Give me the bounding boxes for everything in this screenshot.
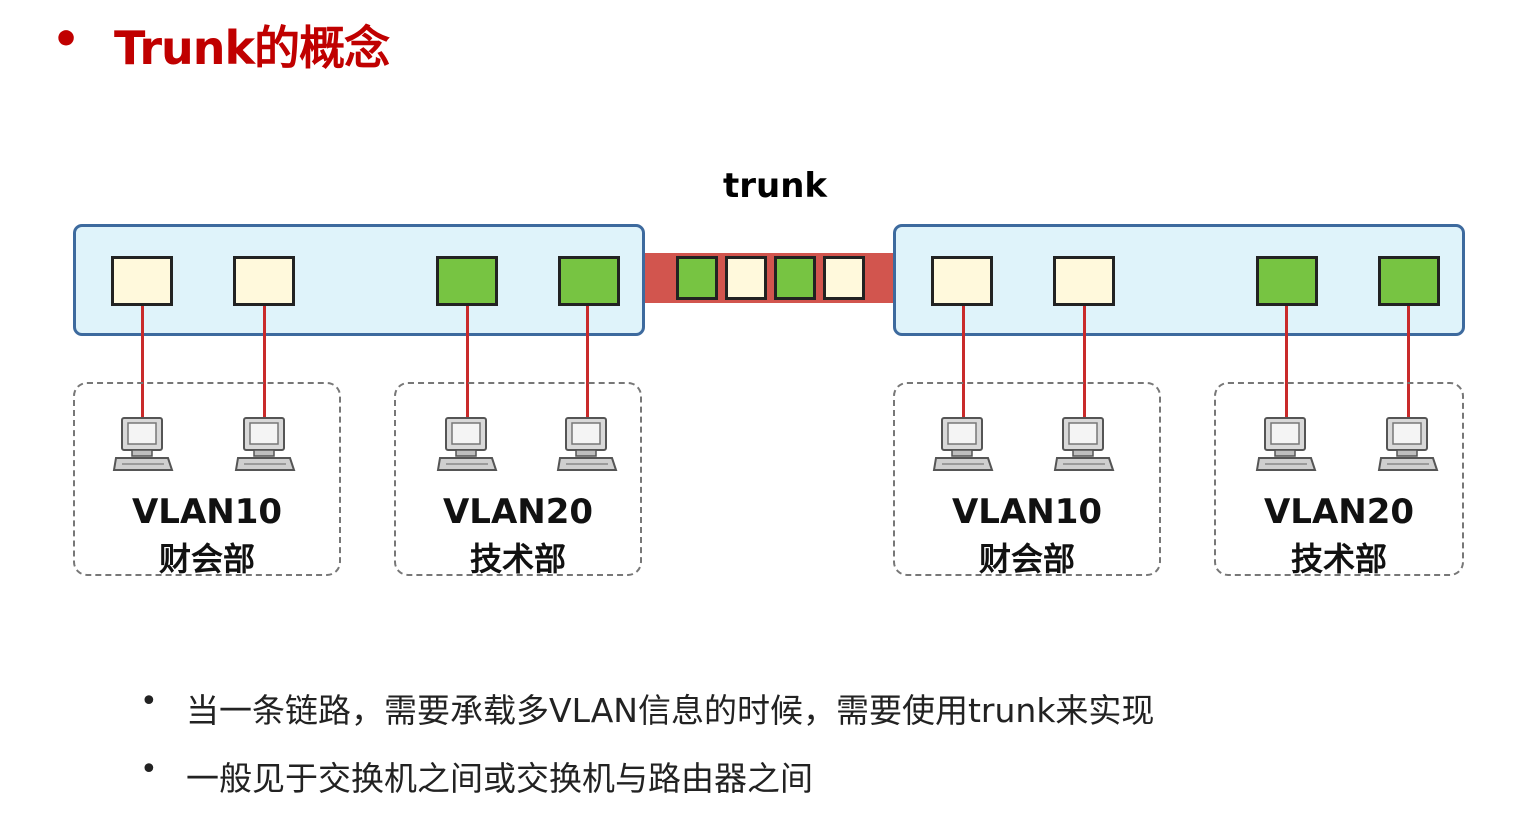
switch-port-vlan20 [1256, 256, 1318, 306]
bullet-text: 当一条链路，需要承载多VLAN信息的时候，需要使用trunk来实现 [186, 691, 1155, 730]
switch-port-vlan20 [558, 256, 620, 306]
vlan-group: VLAN10 财会部 [893, 382, 1161, 578]
vlan-label: VLAN10 [951, 492, 1103, 532]
bullet-dot: • [140, 752, 158, 787]
trunk-frame-vlan20 [774, 256, 816, 300]
switch-port-vlan10 [1053, 256, 1115, 306]
switch-port-vlan10 [931, 256, 993, 306]
computer-icon [436, 417, 498, 471]
trunk-frame-vlan10 [823, 256, 865, 300]
switch-port-vlan10 [233, 256, 295, 306]
link-wire [1083, 306, 1086, 422]
department-label: 技术部 [1290, 540, 1387, 578]
link-wire [263, 306, 266, 422]
computer-icon [932, 417, 994, 471]
switch-port-vlan10 [111, 256, 173, 306]
link-wire [586, 306, 589, 422]
computer-icon [112, 417, 174, 471]
vlan-group: VLAN20 技术部 [1214, 382, 1464, 578]
computer-icon [1377, 417, 1439, 471]
bullet-text: 一般见于交换机之间或交换机与路由器之间 [186, 759, 813, 798]
trunk-frame-vlan20 [676, 256, 718, 300]
trunk-label: trunk [723, 166, 828, 206]
switch-port-vlan20 [436, 256, 498, 306]
computer-icon [1053, 417, 1115, 471]
department-label: 财会部 [978, 540, 1075, 578]
link-wire [1407, 306, 1410, 422]
computer-icon [556, 417, 618, 471]
vlan-label: VLAN10 [131, 492, 283, 532]
vlan-label: VLAN20 [1263, 492, 1415, 532]
switch-port-vlan20 [1378, 256, 1440, 306]
trunk-frame-vlan10 [725, 256, 767, 300]
computer-icon [234, 417, 296, 471]
link-wire [962, 306, 965, 422]
department-label: 技术部 [469, 540, 566, 578]
department-label: 财会部 [158, 540, 255, 578]
bullet-dot: • [140, 684, 158, 719]
vlan-group: VLAN10 财会部 [73, 382, 341, 578]
vlan-group: VLAN20 技术部 [394, 382, 642, 578]
link-wire [141, 306, 144, 422]
link-wire [466, 306, 469, 422]
title-bullet: • [52, 14, 81, 65]
vlan-label: VLAN20 [442, 492, 594, 532]
computer-icon [1255, 417, 1317, 471]
link-wire [1285, 306, 1288, 422]
page-title: Trunk的概念 [114, 21, 390, 75]
